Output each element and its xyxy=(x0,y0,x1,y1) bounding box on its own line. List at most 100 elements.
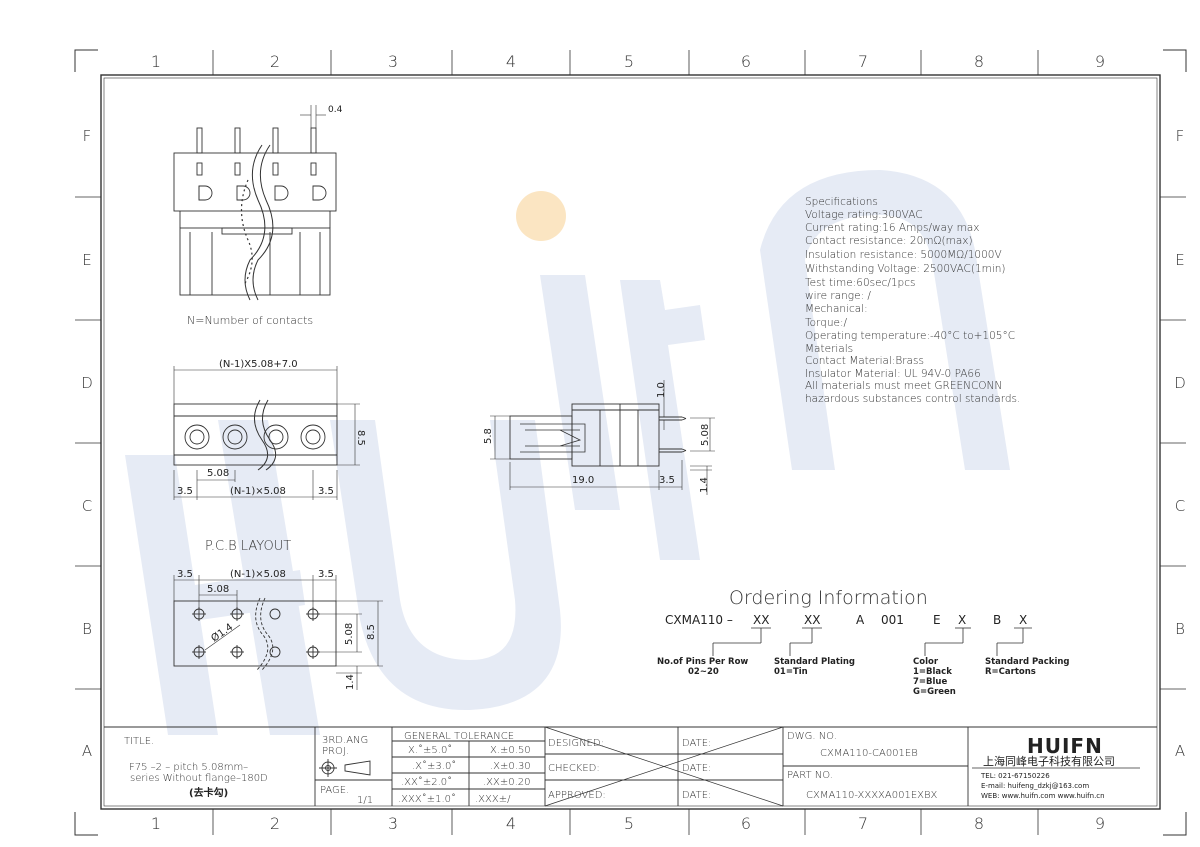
pcb-dim-offset: 1.4 xyxy=(345,674,356,690)
approved-label: APPROVED: xyxy=(548,790,606,801)
col-label-bottom: 3 xyxy=(388,814,398,833)
sheet-border xyxy=(74,49,1187,836)
col-label-top: 8 xyxy=(974,52,984,71)
ordering-e: E xyxy=(933,613,941,627)
part-number-label: PART NO. xyxy=(787,770,833,781)
tolerance-linear: .XX±0.20 xyxy=(483,777,531,788)
pcb-dim-right: 3.5 xyxy=(318,569,334,580)
spec-line: Withstanding Voltage: 2500VAC(1min) xyxy=(805,263,1006,275)
front-view xyxy=(173,366,360,500)
col-label-bottom: 5 xyxy=(624,814,634,833)
dim-pin-pitch: 5.08 xyxy=(700,424,711,446)
ordering-label-color-1: 1=Black xyxy=(913,667,952,677)
ordering-b: B xyxy=(993,613,1001,627)
ordering-label-color: Color xyxy=(913,657,939,667)
watermark-dot xyxy=(516,191,566,241)
ordering-label-plating-val: 01=Tin xyxy=(774,667,808,677)
ordering-label-pins: No.of Pins Per Row xyxy=(657,657,748,667)
ordering-x1: X xyxy=(958,613,966,627)
col-label-top: 9 xyxy=(1095,52,1105,71)
spec-line: Materials xyxy=(805,343,853,355)
col-label-bottom: 9 xyxy=(1095,814,1105,833)
pcb-dim-row-pitch: 5.08 xyxy=(344,623,355,645)
part-number: CXMA110-XXXXA001EXBX xyxy=(806,790,938,801)
dim-mid: (N-1)×5.08 xyxy=(230,486,286,497)
projection-line-2: PROJ. xyxy=(322,746,349,757)
ordering-x2: X xyxy=(1019,613,1027,627)
pcb-dim-left: 3.5 xyxy=(177,569,193,580)
col-label-top: 2 xyxy=(270,52,280,71)
dim-right: 3.5 xyxy=(318,486,334,497)
dim-pin-thickness: 1.0 xyxy=(656,382,667,398)
row-label-right: A xyxy=(1175,742,1185,760)
spec-line: Test time:60sec/1pcs xyxy=(805,277,915,289)
ordering-label-color-g: G=Green xyxy=(913,687,956,697)
checked-label: CHECKED: xyxy=(548,763,600,774)
col-label-top: 4 xyxy=(506,52,516,71)
col-label-top: 1 xyxy=(151,52,161,71)
col-label-bottom: 8 xyxy=(974,814,984,833)
dim-pitch: 5.08 xyxy=(207,468,229,479)
spec-line: Mechanical: xyxy=(805,303,868,315)
ordering-label-pins-range: 02~20 xyxy=(688,667,719,677)
contacts-caption: N=Number of contacts xyxy=(187,314,313,327)
dim-side-length: 19.0 xyxy=(572,475,594,486)
pcb-layout-title: P.C.B LAYOUT xyxy=(205,539,291,554)
pcb-dim-pitch: 5.08 xyxy=(207,584,229,595)
row-label-right: D xyxy=(1174,374,1186,392)
pcb-dim-height: 8.5 xyxy=(366,624,377,640)
ordering-information: Ordering Information CXMA110 – XX XX A 0… xyxy=(657,587,1070,697)
tolerance-linear: X.±0.50 xyxy=(490,745,531,756)
dim-side-offset: 1.4 xyxy=(699,477,710,493)
spec-line: All materials must meet GREENCONN xyxy=(805,380,1002,392)
company-web: WEB: www.huifn.com www.huifn.cn xyxy=(981,792,1105,800)
col-label-top: 3 xyxy=(388,52,398,71)
ordering-title: Ordering Information xyxy=(729,587,928,609)
pcb-dim-mid: (N-1)×5.08 xyxy=(230,569,286,580)
top-view xyxy=(173,105,337,301)
dim-pin-width: 0.4 xyxy=(328,105,343,115)
dim-height: 8.5 xyxy=(355,430,366,446)
spec-line: Operating temperature:-40°C to+105°C xyxy=(805,330,1015,342)
approved-date-label: DATE: xyxy=(682,790,711,801)
spec-line: Torque:/ xyxy=(805,317,848,329)
title-label: TITLE. xyxy=(124,736,154,747)
ordering-prefix: CXMA110 – xyxy=(665,613,733,627)
company-name: 上海同峰电子科技有限公司 xyxy=(983,754,1115,768)
designed-date-label: DATE: xyxy=(682,738,711,749)
ordering-label-plating: Standard Plating xyxy=(774,657,855,667)
spec-line: Contact Material:Brass xyxy=(805,355,924,367)
tolerance-linear: .XXX±/ xyxy=(475,794,511,805)
drawing-number-label: DWG. NO. xyxy=(787,731,837,742)
spec-line: Contact resistance: 20mΩ(max) xyxy=(805,235,973,247)
dim-tail: 3.5 xyxy=(659,475,675,486)
ordering-label-color-7: 7=Blue xyxy=(913,677,947,687)
company-tel: TEL: 021-67150226 xyxy=(980,772,1050,780)
spec-line: Specifications xyxy=(805,196,878,208)
row-label-left: D xyxy=(81,374,93,392)
tolerance-angle: .XXX˚±1.0˚ xyxy=(398,793,456,805)
row-label-left: F xyxy=(83,127,92,145)
col-label-bottom: 6 xyxy=(741,814,751,833)
col-label-top: 7 xyxy=(858,52,868,71)
col-label-bottom: 4 xyxy=(506,814,516,833)
row-label-right: E xyxy=(1175,251,1184,269)
spec-line: Insulator Material: UL 94V-0 PA66 xyxy=(805,368,981,380)
specifications: Specifications Voltage rating:300VAC Cur… xyxy=(805,196,1020,405)
row-label-left: C xyxy=(82,497,92,515)
ordering-label-packing-val: R=Cartons xyxy=(985,667,1036,677)
spec-line: Current rating:16 Amps/way max xyxy=(805,222,979,234)
pcb-dim-hole: Ø1.4 xyxy=(209,621,235,644)
ordering-xx2: XX xyxy=(804,613,820,627)
spec-line: hazardous substances control standards. xyxy=(805,393,1020,405)
row-label-left: E xyxy=(82,251,91,269)
row-label-right: F xyxy=(1176,127,1185,145)
page-label: PAGE. xyxy=(320,785,349,796)
spec-line: wire range: / xyxy=(805,290,871,302)
tolerance-angle: .X˚±3.0˚ xyxy=(412,760,456,772)
col-label-bottom: 2 xyxy=(270,814,280,833)
pcb-layout xyxy=(173,575,383,690)
col-label-top: 5 xyxy=(624,52,634,71)
projection-line-1: 3RD.ANG xyxy=(322,735,368,746)
